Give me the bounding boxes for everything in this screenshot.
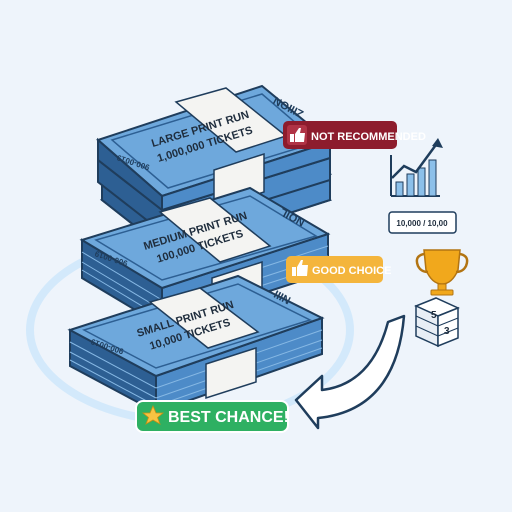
dice-top-number: 5 xyxy=(431,310,437,321)
not-recommended-badge: NOT RECOMMENDED xyxy=(283,121,426,149)
small-print-run-stack xyxy=(67,274,325,414)
dice-icon: 5 3 xyxy=(414,297,460,348)
best-chance-badge: BEST CHANCE! xyxy=(135,400,289,433)
good-choice-label: GOOD CHOICE xyxy=(312,265,391,277)
odds-card-text: 10,000 / 10,00 xyxy=(396,219,448,228)
thumbs-up-icon xyxy=(292,260,308,276)
growth-chart-icon xyxy=(390,138,443,197)
trophy-icon xyxy=(415,249,469,296)
odds-card: 10,000 / 10,00 xyxy=(388,211,457,234)
good-choice-badge: GOOD CHOICE xyxy=(286,256,391,283)
curved-arrow-icon xyxy=(294,314,406,430)
star-icon xyxy=(141,404,165,425)
not-recommended-label: NOT RECOMMENDED xyxy=(311,131,426,143)
dice-side-number: 3 xyxy=(444,326,450,337)
thumbs-up-icon xyxy=(290,128,305,142)
best-chance-label: BEST CHANCE! xyxy=(168,409,289,426)
